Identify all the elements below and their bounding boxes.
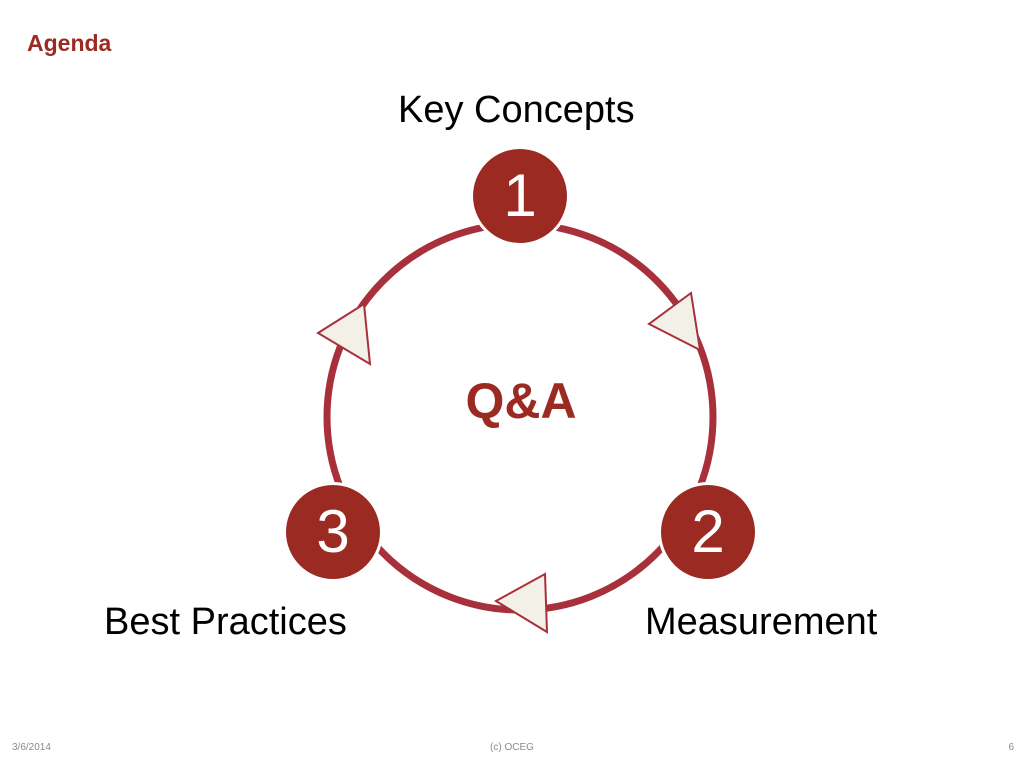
stage-2-label: Measurement xyxy=(645,601,878,643)
center-label: Q&A xyxy=(465,373,577,429)
arrow-triangle-icon xyxy=(647,291,702,352)
footer-date: 3/6/2014 xyxy=(12,742,51,753)
arrow-triangle-icon xyxy=(494,572,549,634)
footer-copyright: (c) OCEG xyxy=(490,742,534,753)
footer-page-number: 6 xyxy=(1008,742,1014,753)
stage-3-label: Best Practices xyxy=(104,601,347,643)
arrow-triangle-icon xyxy=(316,302,372,366)
slide-title: Agenda xyxy=(27,30,112,56)
stage-2-node: 2 xyxy=(658,482,758,582)
stage-1-label: Key Concepts xyxy=(398,89,635,131)
stage-3-node: 3 xyxy=(283,482,383,582)
stage-1-node: 1 xyxy=(470,146,570,246)
